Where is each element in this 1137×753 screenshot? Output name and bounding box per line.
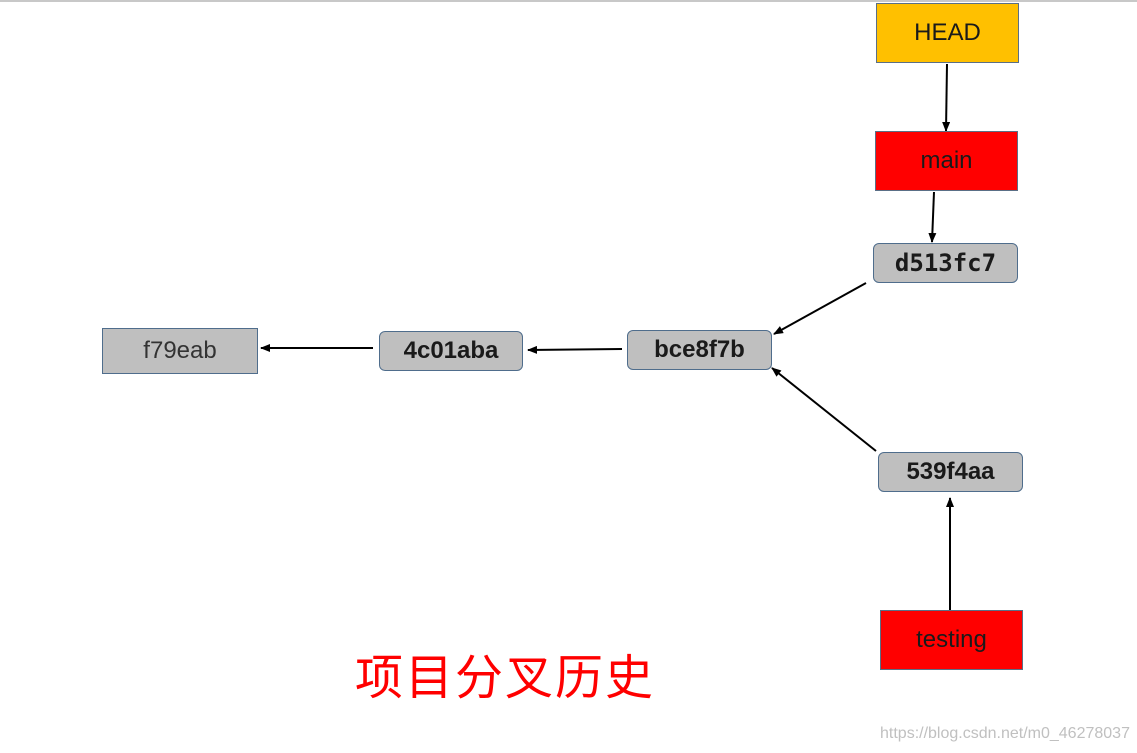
watermark-text: https://blog.csdn.net/m0_46278037 bbox=[880, 725, 1130, 742]
branch-testing: testing bbox=[880, 610, 1023, 670]
commit-node-4c01aba: 4c01aba bbox=[379, 331, 523, 371]
diagram-caption: 项目分叉历史 bbox=[355, 650, 656, 706]
edge-head-to-main bbox=[942, 63, 951, 132]
edge-d513fc7-to-bce8f7b bbox=[773, 282, 867, 335]
commit-node-f79eab: f79eab bbox=[102, 328, 258, 374]
head-pointer: HEAD bbox=[876, 3, 1019, 63]
commit-node-bce8f7b: bce8f7b bbox=[627, 330, 772, 370]
top-divider bbox=[0, 0, 1137, 2]
commit-node-d513fc7: d513fc7 bbox=[873, 243, 1018, 283]
edge-bce8f7b-to-4c01aba bbox=[527, 345, 623, 354]
edge-539f4aa-to-bce8f7b bbox=[771, 367, 877, 452]
commit-node-539f4aa: 539f4aa bbox=[878, 452, 1023, 492]
branch-main: main bbox=[875, 131, 1018, 191]
edge-main-to-d513fc7 bbox=[928, 191, 937, 243]
